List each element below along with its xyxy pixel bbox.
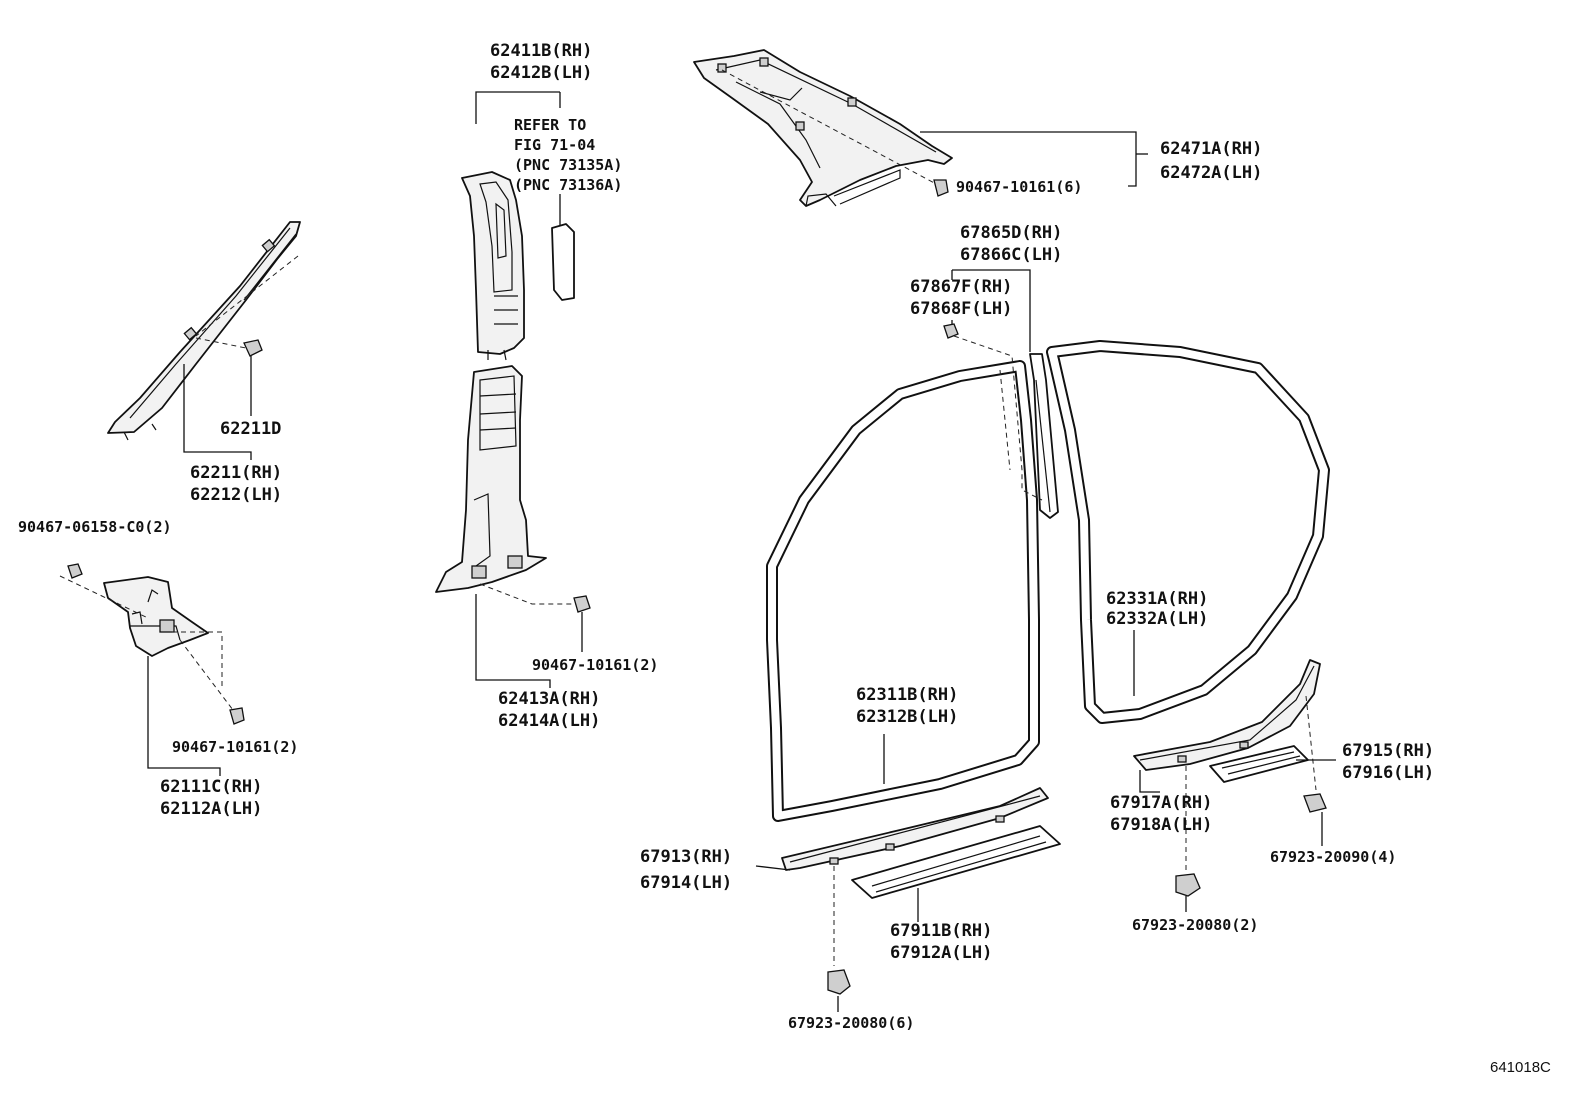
label-67868f-lh: 67868F(LH) xyxy=(910,299,1012,319)
label-62311b-rh: 62311B(RH) xyxy=(856,685,958,705)
label-62332a-lh: 62332A(LH) xyxy=(1106,609,1208,629)
label-62411b-rh: 62411B(RH) xyxy=(490,41,592,61)
label-62412b-lh: 62412B(LH) xyxy=(490,63,592,83)
label-67917a-rh: 67917A(RH) xyxy=(1110,793,1212,813)
front-door-seal xyxy=(766,360,1040,822)
labels: 62211D 62211(RH) 62212(LH) 90467-06158-C… xyxy=(18,41,1551,1076)
b-pillar-lower xyxy=(435,365,591,613)
label-62212-lh: 62212(LH) xyxy=(190,485,282,505)
label-67865d-rh: 67865D(RH) xyxy=(960,223,1062,243)
label-67912a-lh: 67912A(LH) xyxy=(890,943,992,963)
label-front-scuff-clip: 67923-20080(6) xyxy=(788,1014,914,1032)
label-cowl-clip-bottom: 90467-10161(2) xyxy=(172,738,298,756)
label-67914-lh: 67914(LH) xyxy=(640,873,732,893)
label-62211d: 62211D xyxy=(220,419,281,439)
label-67866c-lh: 67866C(LH) xyxy=(960,245,1062,265)
label-62312b-lh: 62312B(LH) xyxy=(856,707,958,727)
refer-to-line2: FIG 71-04 xyxy=(514,136,595,154)
label-rear-plate-clip: 67923-20090(4) xyxy=(1270,848,1396,866)
label-62413a-rh: 62413A(RH) xyxy=(498,689,600,709)
label-67916-lh: 67916(LH) xyxy=(1342,763,1434,783)
a-pillar-garnish xyxy=(107,221,301,441)
label-62112a-lh: 62112A(LH) xyxy=(160,799,262,819)
label-cowl-clip-top: 90467-06158-C0(2) xyxy=(18,518,172,536)
label-b-lower-clip: 90467-10161(2) xyxy=(532,656,658,674)
label-67911b-rh: 67911B(RH) xyxy=(890,921,992,941)
figure-id: 641018C xyxy=(1490,1059,1551,1076)
label-67915-rh: 67915(RH) xyxy=(1342,741,1434,761)
refer-part xyxy=(551,223,575,301)
refer-to-line4: (PNC 73136A) xyxy=(514,176,622,194)
label-62111c-rh: 62111C(RH) xyxy=(160,777,262,797)
roof-side-garnish xyxy=(693,49,953,207)
refer-to-line3: (PNC 73135A) xyxy=(514,156,622,174)
b-pillar-upper xyxy=(461,171,525,361)
label-62471a-rh: 62471A(RH) xyxy=(1160,139,1262,159)
cowl-side-trim xyxy=(59,563,245,725)
label-62331a-rh: 62331A(RH) xyxy=(1106,589,1208,609)
label-62414a-lh: 62414A(LH) xyxy=(498,711,600,731)
label-62211-rh: 62211(RH) xyxy=(190,463,282,483)
rear-door-seal xyxy=(1046,340,1330,724)
refer-to-line1: REFER TO xyxy=(514,116,586,134)
label-67913-rh: 67913(RH) xyxy=(640,847,732,867)
label-67867f-rh: 67867F(RH) xyxy=(910,277,1012,297)
front-scuff-plate xyxy=(781,787,1061,995)
label-67918a-lh: 67918A(LH) xyxy=(1110,815,1212,835)
b-pillar-weatherstrip xyxy=(943,323,1059,519)
label-rear-scuff-clip: 67923-20080(2) xyxy=(1132,916,1258,934)
label-62472a-lh: 62472A(LH) xyxy=(1160,163,1262,183)
label-roof-clip: 90467-10161(6) xyxy=(956,178,1082,196)
